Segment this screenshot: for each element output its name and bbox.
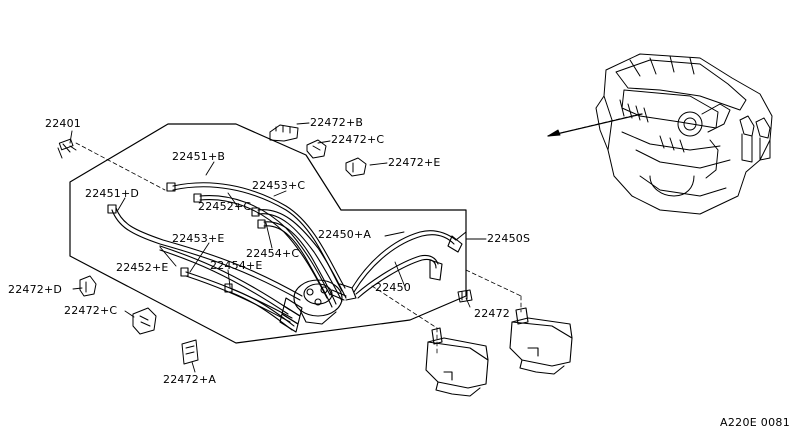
label-22472-c-top: 22472+C [331,133,385,146]
label-22450-a: 22450+A [318,228,372,241]
clip-e-part [345,157,367,177]
label-22472-b: 22472+B [310,116,364,129]
coil-wire-a-part [351,230,467,293]
label-22472: 22472 [474,307,510,320]
label-22453-c: 22453+C [252,179,306,192]
label-22452-e: 22452+E [116,261,169,274]
clip-b-part [269,124,299,142]
clip-c-top-part [306,139,327,159]
sensor-plug-part [57,138,77,159]
label-22472-c-lower: 22472+C [64,304,118,317]
label-22451-b: 22451+B [172,150,226,163]
label-22472-a: 22472+A [163,373,217,386]
label-22450s: 22450S [487,232,531,245]
ignition-coil-2-part [509,307,573,375]
clip-c-lower-part [132,307,157,335]
label-22453-e: 22453+E [172,232,225,245]
label-22472-e: 22472+E [388,156,441,169]
label-22454-e: 22454+E [210,259,263,272]
kit-boundary-outline [69,123,467,344]
clip-d-part [79,275,97,297]
diagram-reference-code: A220E 0081 [720,416,790,429]
label-22452-c: 22452+C [198,200,252,213]
leader-lines [69,122,487,373]
engine-illustration [595,53,773,215]
distributor-cap-part [293,279,357,325]
ignition-wire-set [107,182,347,333]
clip-a-part [181,339,199,365]
arrow-to-engine [547,113,643,137]
ignition-coil-1-part [425,327,489,397]
label-22472-d: 22472+D [8,283,63,296]
label-22450: 22450 [375,281,411,294]
clip-22472-part [457,289,473,303]
coil-wire-part [355,254,443,299]
label-22401: 22401 [45,117,81,130]
label-22454-c: 22454+C [246,247,300,260]
label-22451-d: 22451+D [85,187,140,200]
